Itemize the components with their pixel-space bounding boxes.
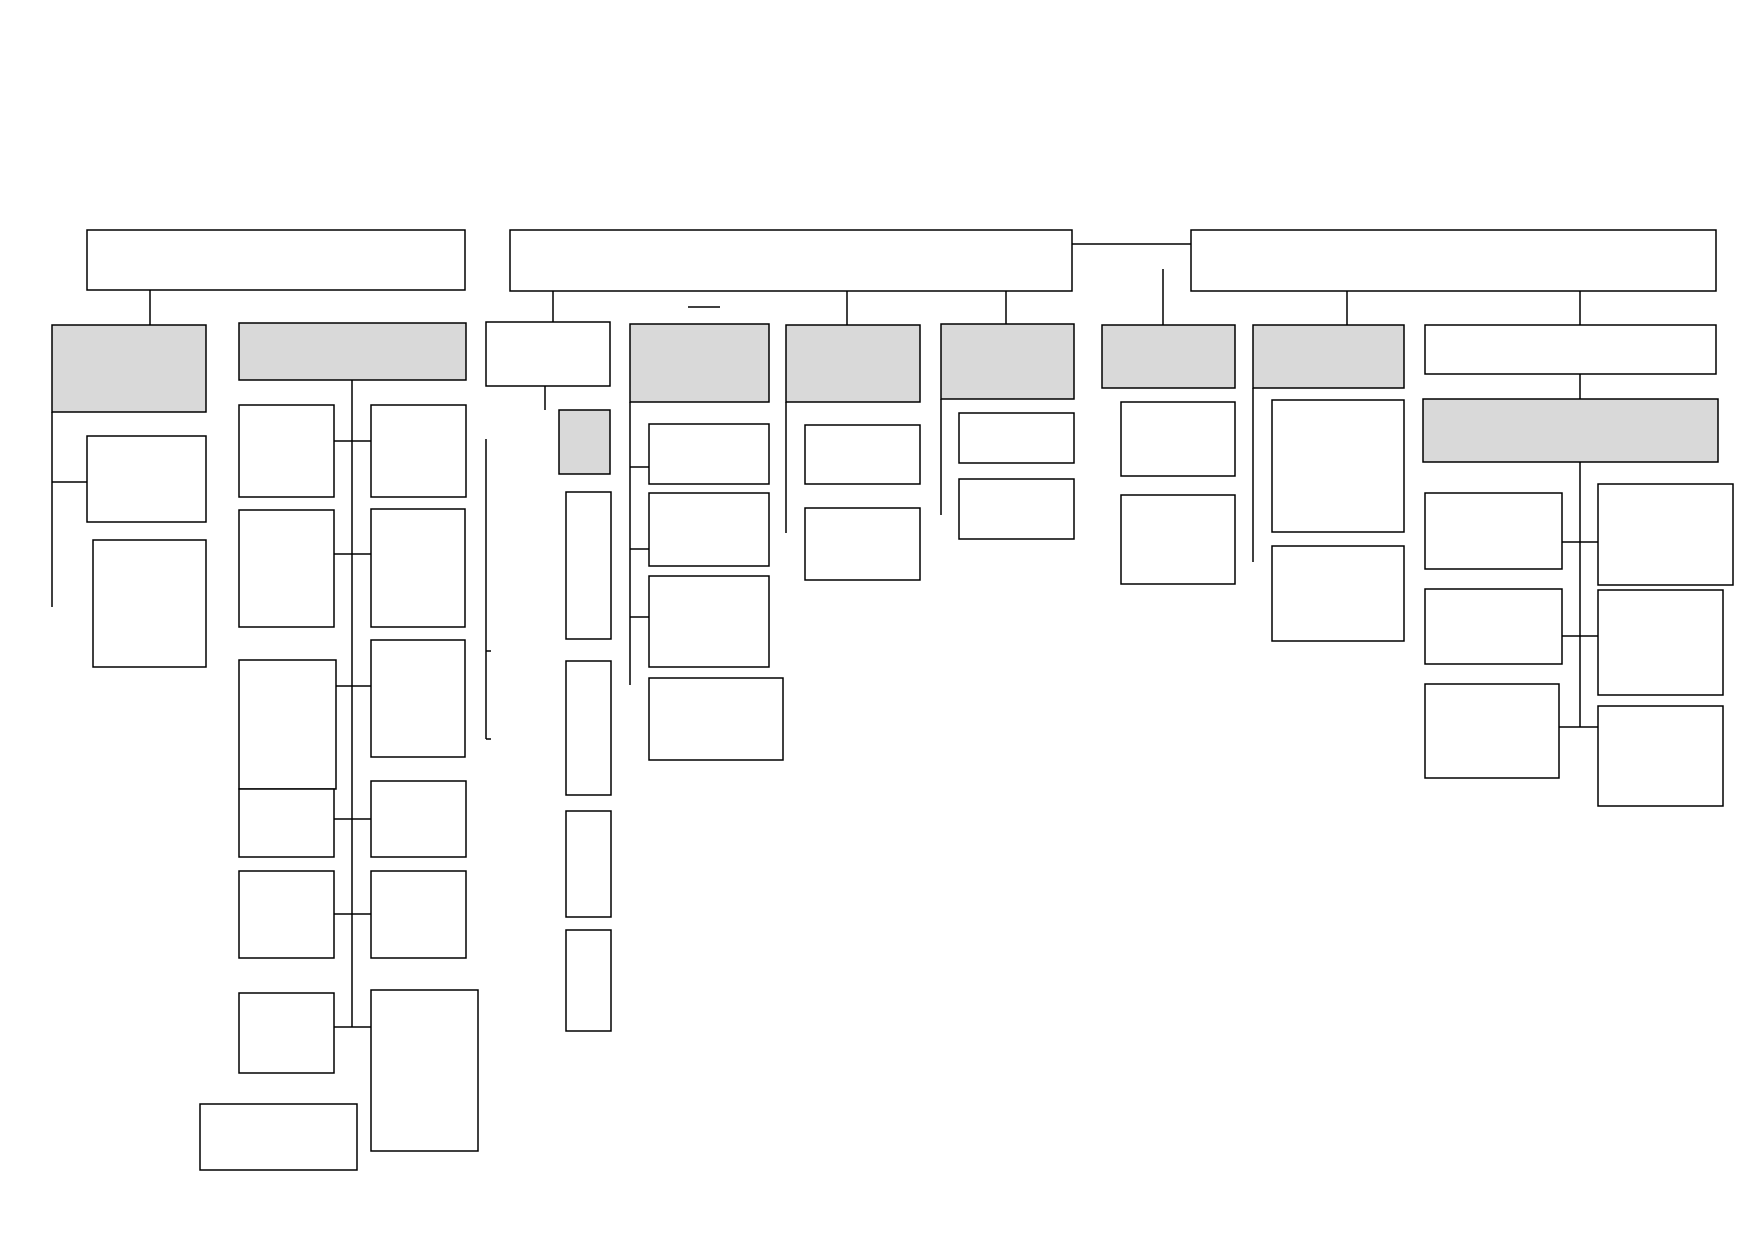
org-box-g9-l1 <box>1424 492 1563 570</box>
chart-boxes <box>51 229 1734 1171</box>
org-box-g8-head <box>1252 324 1405 389</box>
org-box-top-right <box>1190 229 1717 292</box>
org-box-g2-l4 <box>238 788 335 858</box>
org-box-g7-head <box>1101 324 1236 389</box>
org-box-g7-b <box>1120 494 1236 585</box>
org-box-g3-a <box>565 491 612 640</box>
org-box-g8-b <box>1271 545 1405 642</box>
org-box-g9-r3 <box>1597 705 1724 807</box>
org-box-g3-sub <box>558 409 611 475</box>
org-box-g5-head <box>785 324 921 403</box>
org-box-g6-a <box>958 412 1075 464</box>
org-box-g9-head <box>1424 324 1717 375</box>
org-box-g3-c <box>565 810 612 918</box>
org-box-g9-l3 <box>1424 683 1560 779</box>
org-box-g2-r5 <box>370 870 467 959</box>
org-box-g6-head <box>940 323 1075 400</box>
org-box-top-center <box>509 229 1073 292</box>
org-box-g9-r1 <box>1597 483 1734 586</box>
org-box-g2-r4 <box>370 780 467 858</box>
org-box-g3-b <box>565 660 612 796</box>
org-box-g7-a <box>1120 401 1236 477</box>
org-box-g2-r3 <box>370 639 466 758</box>
org-box-g3-d <box>565 929 612 1032</box>
connector-lines <box>51 243 1598 1028</box>
org-box-g4-c <box>648 575 770 668</box>
org-box-g5-a <box>804 424 921 485</box>
org-box-g5-b <box>804 507 921 581</box>
org-box-g2-r1 <box>370 404 467 498</box>
org-box-g1-b <box>92 539 207 668</box>
org-box-g4-b <box>648 492 770 567</box>
org-box-g2-l1 <box>238 404 335 498</box>
org-box-g2-l5 <box>238 870 335 959</box>
org-box-g2-l2 <box>238 509 335 628</box>
org-box-g2-l3 <box>238 659 337 790</box>
org-box-g2-head <box>238 322 467 381</box>
org-box-g8-a <box>1271 399 1405 533</box>
org-box-g1-head <box>51 324 207 413</box>
org-box-g2-bottom <box>199 1103 358 1171</box>
org-box-g9-r2 <box>1597 589 1724 696</box>
org-box-g2-l6 <box>238 992 335 1074</box>
org-box-g6-b <box>958 478 1075 540</box>
org-box-g9-sub <box>1422 398 1719 463</box>
org-box-g4-d <box>648 677 784 761</box>
org-box-g1-a <box>86 435 207 523</box>
org-box-g2-r2 <box>370 508 466 628</box>
org-box-g4-head <box>629 323 770 403</box>
org-box-g9-l2 <box>1424 588 1563 665</box>
org-box-g2-r6 <box>370 989 479 1152</box>
org-box-g4-a <box>648 423 770 485</box>
org-box-g3-head <box>485 321 611 387</box>
org-box-top-left <box>86 229 466 291</box>
